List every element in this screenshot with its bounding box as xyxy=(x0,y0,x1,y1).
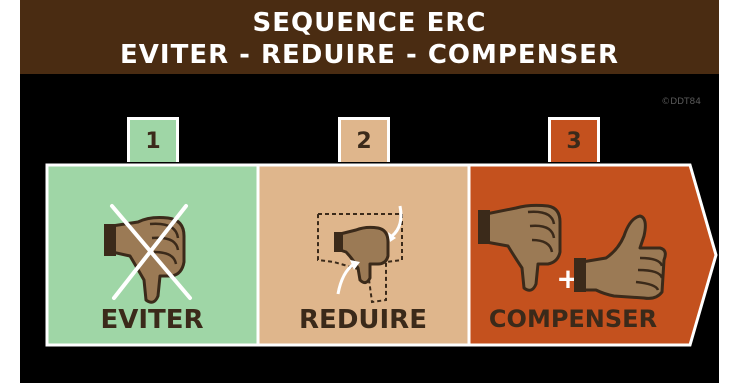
step-number-1: 1 xyxy=(127,117,179,162)
step-label-compenser: COMPENSER xyxy=(488,305,658,333)
thumbs-down-shrink-icon xyxy=(317,205,403,304)
arrow-outline xyxy=(45,163,718,347)
subtitle: EVITER - REDUIRE - COMPENSER xyxy=(120,40,619,70)
title: SEQUENCE ERC xyxy=(252,8,487,38)
thumbs-down-crossed-icon xyxy=(104,204,192,304)
title-banner: SEQUENCE ERC EVITER - REDUIRE - COMPENSE… xyxy=(20,0,719,74)
step-label-eviter: EVITER xyxy=(100,305,204,335)
step-label-reduire: REDUIRE xyxy=(299,305,427,335)
step-number-2: 2 xyxy=(338,117,390,162)
svg-text:+: + xyxy=(556,262,579,295)
step-number-3: 3 xyxy=(548,117,600,162)
thumbs-down-plus-thumbs-up-icon: + xyxy=(478,203,667,300)
credit-watermark: ©DDT84 xyxy=(661,97,701,107)
